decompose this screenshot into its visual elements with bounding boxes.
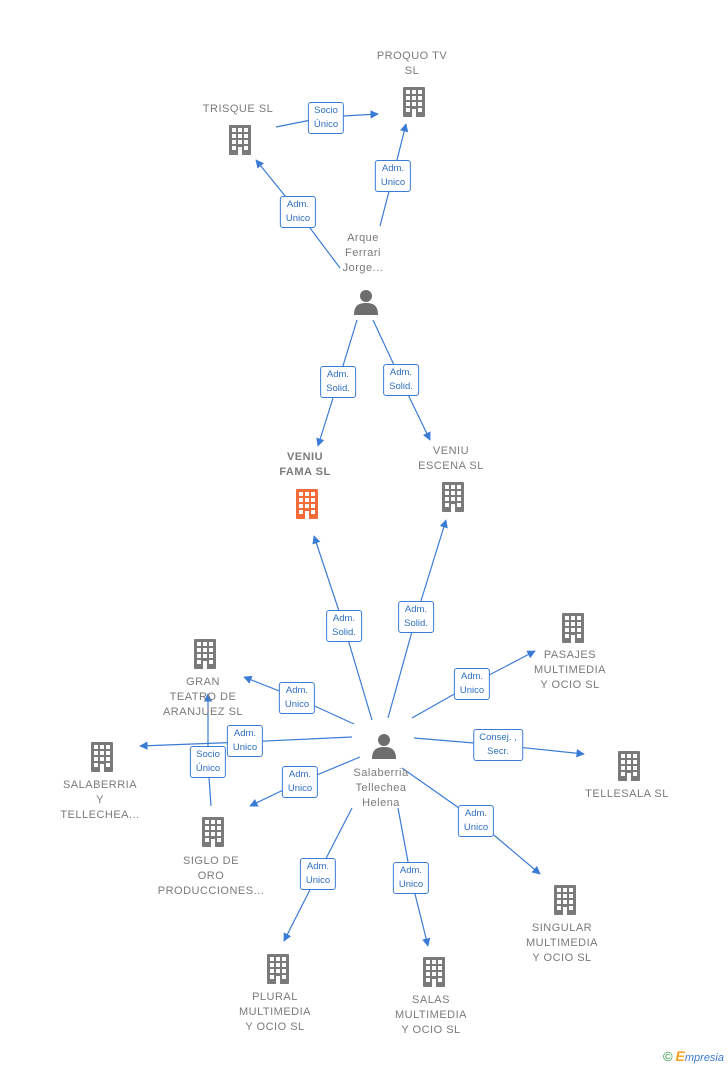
edge-role-badge: Adm. Unico [457,805,495,837]
company-node-siglo[interactable]: SIGLO DE ORO PRODUCCIONES... [158,854,265,899]
node-label[interactable]: VENIU FAMA SL [279,451,331,478]
edge-role-badge: Adm. Unico [453,668,491,700]
person-node-salaberria[interactable]: Salaberria Tellechea Helena [353,766,408,811]
company-node-salas[interactable]: SALAS MULTIMEDIA Y OCIO SL [395,993,467,1038]
company-node-plural[interactable]: PLURAL MULTIMEDIA Y OCIO SL [239,990,311,1035]
building-icon[interactable] [618,751,640,781]
company-node-gran-teatro[interactable]: GRAN TEATRO DE ARANJUEZ SL [163,675,243,720]
edge-role-badge: Socio Único [307,102,345,134]
company-node-proquo[interactable]: PROQUO TV SL [377,49,447,79]
building-icon[interactable] [194,639,216,669]
edge-role-badge: Adm. Solid. [320,366,356,398]
node-label[interactable]: TELLESALA SL [585,788,669,800]
company-node-singular[interactable]: SINGULAR MULTIMEDIA Y OCIO SL [526,921,598,966]
edge-role-badge: Adm. Unico [374,160,412,192]
node-label[interactable]: Arque Ferrari Jorge... [342,232,384,274]
edge-role-badge: Adm. Unico [281,766,319,798]
node-label[interactable]: SIGLO DE ORO PRODUCCIONES... [157,855,265,897]
node-label[interactable]: SALABERRIA Y TELLECHEA... [60,779,140,821]
building-icon[interactable] [554,885,576,915]
node-label[interactable]: PROQUO TV SL [376,50,448,77]
company-node-veniu-fama[interactable]: VENIU FAMA SL [279,450,330,480]
edge-role-badge: Consej. , Secr. [473,729,523,761]
company-node-salaberria-y[interactable]: SALABERRIA Y TELLECHEA... [60,778,139,823]
edge-role-badge: Adm. Unico [299,858,337,890]
brand-logo-e: E [675,1048,685,1064]
person-icon[interactable] [372,734,396,759]
edge-role-badge: Adm. Solid. [326,610,362,642]
icons-layer [91,87,640,987]
node-label[interactable]: Salaberria Tellechea Helena [353,767,409,809]
copyright-icon: © [662,1049,673,1064]
edge-role-badge: Adm. Unico [392,862,430,894]
building-icon[interactable] [267,954,289,984]
company-node-tellesala[interactable]: TELLESALA SL [585,787,669,802]
edge-role-badge: Adm. Solid. [383,364,419,396]
building-icon[interactable] [442,482,464,512]
node-label[interactable]: VENIU ESCENA SL [418,445,484,472]
brand-footer: ©Empresia [663,1048,724,1064]
edge-role-badge: Adm. Unico [279,196,317,228]
building-icon[interactable] [229,125,251,155]
node-label[interactable]: PLURAL MULTIMEDIA Y OCIO SL [238,991,312,1033]
person-node-arque[interactable]: Arque Ferrari Jorge... [343,231,384,276]
node-label[interactable]: PASAJES MULTIMEDIA Y OCIO SL [533,649,607,691]
building-icon[interactable] [562,613,584,643]
edge-role-badge: Socio Único [189,746,227,778]
brand-logo-text: mpresia [684,1052,724,1064]
node-label[interactable]: GRAN TEATRO DE ARANJUEZ SL [162,676,244,718]
building-icon[interactable] [91,742,113,772]
building-icon[interactable] [423,957,445,987]
building-icon[interactable] [403,87,425,117]
edge-role-badge: Adm. Unico [278,682,316,714]
node-label[interactable]: SALAS MULTIMEDIA Y OCIO SL [394,994,468,1036]
company-node-pasajes[interactable]: PASAJES MULTIMEDIA Y OCIO SL [534,648,606,693]
company-node-veniu-escena[interactable]: VENIU ESCENA SL [418,444,484,474]
node-label[interactable]: TRISQUE SL [202,103,274,115]
node-label[interactable]: SINGULAR MULTIMEDIA Y OCIO SL [525,922,599,964]
building-icon[interactable] [202,817,224,847]
edge-role-badge: Adm. Unico [226,725,264,757]
edge-role-badge: Adm. Solid. [398,601,434,633]
company-node-trisque[interactable]: TRISQUE SL [203,102,273,117]
building-icon[interactable] [296,489,318,519]
person-icon[interactable] [354,290,378,315]
